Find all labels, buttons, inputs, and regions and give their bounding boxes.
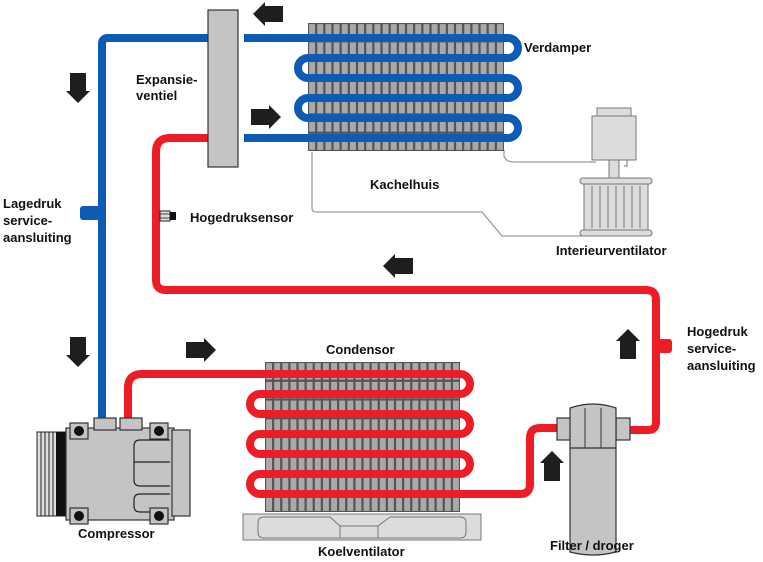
liquid-line-to-expansion-valve	[152, 134, 660, 434]
expansion-valve[interactable]	[207, 9, 239, 168]
heater-housing-outline-upper	[503, 150, 596, 163]
label-verdamper: Verdamper	[524, 40, 591, 55]
label-expansieventiel-2: ventiel	[136, 88, 177, 103]
high-pressure-sensor[interactable]	[159, 210, 176, 222]
label-lagedruk-1: Lagedruk	[3, 196, 62, 211]
arrow-hp-riser-icon	[616, 329, 640, 359]
suction-line	[98, 34, 208, 420]
arrow-suction-top-icon	[66, 73, 90, 103]
label-filter-droger: Filter / droger	[550, 538, 634, 553]
label-koelventilator: Koelventilator	[318, 544, 405, 559]
label-interieurventilator: Interieurventilator	[556, 243, 667, 258]
filter-dryer[interactable]	[556, 403, 631, 556]
label-kachelhuis: Kachelhuis	[370, 177, 439, 192]
label-lagedruk-3: aansluiting	[3, 230, 72, 245]
arrow-evap-out-icon	[253, 2, 283, 26]
cooling-fan[interactable]	[242, 513, 482, 541]
interior-fan[interactable]	[579, 107, 653, 237]
high-pressure-service-port[interactable]	[658, 339, 672, 353]
label-hogedruk-3: aansluiting	[687, 358, 756, 373]
low-pressure-service-port[interactable]	[80, 206, 100, 220]
flow-arrows	[66, 2, 640, 481]
evaporator-core	[308, 23, 504, 151]
label-condensor: Condensor	[326, 342, 395, 357]
label-hogedruksensor: Hogedruksensor	[190, 210, 293, 225]
arrow-suction-bottom-icon	[66, 337, 90, 367]
label-lagedruk-2: service-	[3, 213, 52, 228]
heater-housing-outline	[311, 152, 582, 237]
arrow-liquid-line-icon	[383, 254, 413, 278]
label-hogedruk-2: service-	[687, 341, 736, 356]
label-compressor: Compressor	[78, 526, 155, 541]
compressor[interactable]	[36, 417, 191, 525]
arrow-filter-in-icon	[540, 451, 564, 481]
evaporator-coil	[244, 34, 522, 142]
label-hogedruk-1: Hogedruk	[687, 324, 748, 339]
arrow-evap-in-icon	[251, 105, 281, 129]
arrow-discharge-icon	[186, 338, 216, 362]
low-pressure-line	[98, 34, 522, 420]
label-expansieventiel-1: Expansie-	[136, 72, 197, 87]
discharge-line	[124, 370, 560, 498]
high-pressure-line	[124, 134, 660, 498]
